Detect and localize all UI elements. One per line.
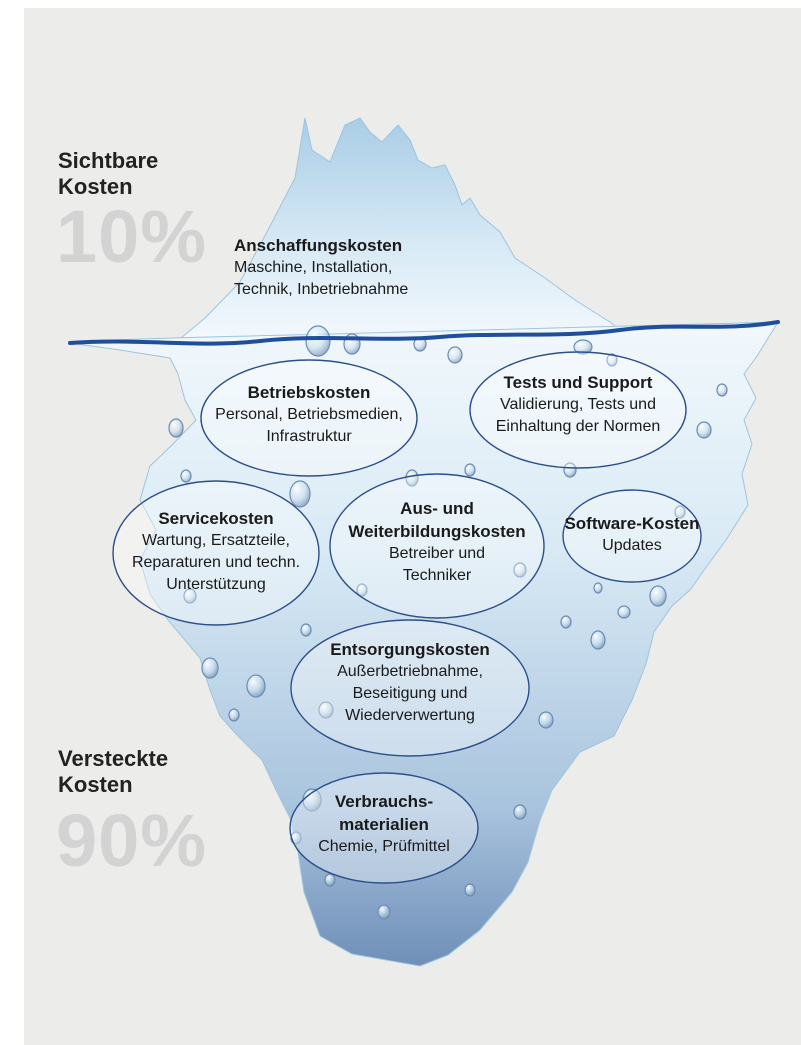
bubble-title: Verbrauchs- materialien [334,792,434,834]
bubble-desc: Validierung, Tests und Einhaltung der No… [495,396,661,435]
cost-bubbles [112,351,702,884]
bubble-verbrauchsmaterialien-text: Verbrauchs- materialien Chemie, Prüfmitt… [289,790,479,858]
hidden-costs-heading: Versteckte Kosten [58,746,169,797]
bubble-desc: Wartung, Ersatzteile, Reparaturen und te… [131,532,301,593]
bubble-verbrauchsmaterialien [289,772,479,884]
bubble-entsorgungskosten-text: Entsorgungskosten Außerbetriebnahme, Bes… [300,638,520,727]
bubble-desc: Chemie, Prüfmittel [318,838,450,855]
bubble-entsorgungskosten [290,619,530,757]
bubble-desc: Betreiber und Techniker [388,545,486,584]
iceberg-underwater [69,321,779,967]
bubble-software-kosten [562,489,702,583]
bubble-betriebskosten [200,359,418,477]
bubble-desc: Außerbetriebnahme, Beseitigung und Wiede… [337,663,483,724]
acquisition-costs-label: Anschaffungskosten Maschine, Installatio… [234,234,464,301]
bubble-title: Aus- und Weiterbildungskosten [348,499,526,541]
bubble-servicekosten-text: Servicekosten Wartung, Ersatzteile, Repa… [111,507,321,596]
bubble-tests-und-support [469,351,687,469]
bubble-title: Tests und Support [503,373,653,392]
bubble-title: Servicekosten [158,509,274,528]
bubble-desc: Updates [602,537,662,554]
bubble-servicekosten [112,480,320,626]
bubble-tests-und-support-text: Tests und Support Validierung, Tests und… [468,371,688,438]
visible-costs-heading: Sichtbare Kosten [58,148,159,199]
bubble-betriebskosten-text: Betriebskosten Personal, Betriebsmedien,… [199,381,419,448]
iceberg-tip [173,117,622,344]
bubble-software-kosten-text: Software-Kosten Updates [562,512,702,557]
bubble-weiterbildungskosten-text: Aus- und Weiterbildungskosten Betreiber … [332,497,542,587]
acquisition-costs-desc: Maschine, Installation, Technik, Inbetri… [234,259,409,298]
bubble-title: Software-Kosten [564,514,700,533]
bubble-desc: Personal, Betriebsmedien, Infrastruktur [215,406,403,445]
bubble-weiterbildungskosten [329,473,545,619]
bubble-title: Betriebskosten [247,383,371,402]
bubble-title: Entsorgungskosten [330,640,490,659]
visible-costs-percent: 10% [56,195,208,278]
hidden-costs-percent: 90% [56,799,208,882]
acquisition-costs-title: Anschaffungskosten [234,236,403,255]
water-line [68,320,780,346]
water-droplets [168,325,728,920]
